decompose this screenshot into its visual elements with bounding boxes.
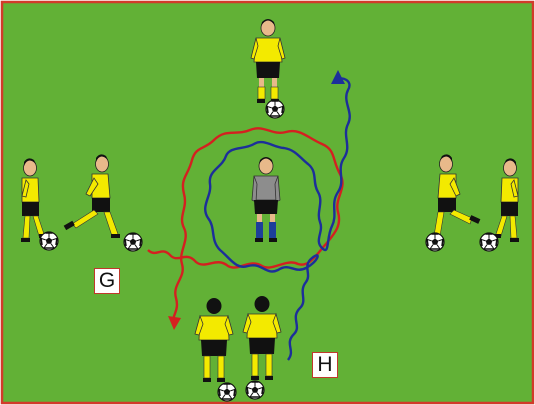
soccer-ball-right-2 xyxy=(480,233,498,251)
zone-label-h: H xyxy=(312,352,338,378)
soccer-ball-left-2 xyxy=(124,233,142,251)
soccer-ball-bottom-2 xyxy=(246,381,264,399)
soccer-ball-right-1 xyxy=(426,233,444,251)
zone-label-g: G xyxy=(94,268,120,294)
soccer-ball-left-1 xyxy=(40,232,58,250)
soccer-ball-top xyxy=(266,100,284,118)
soccer-ball-bottom-1 xyxy=(218,383,236,401)
